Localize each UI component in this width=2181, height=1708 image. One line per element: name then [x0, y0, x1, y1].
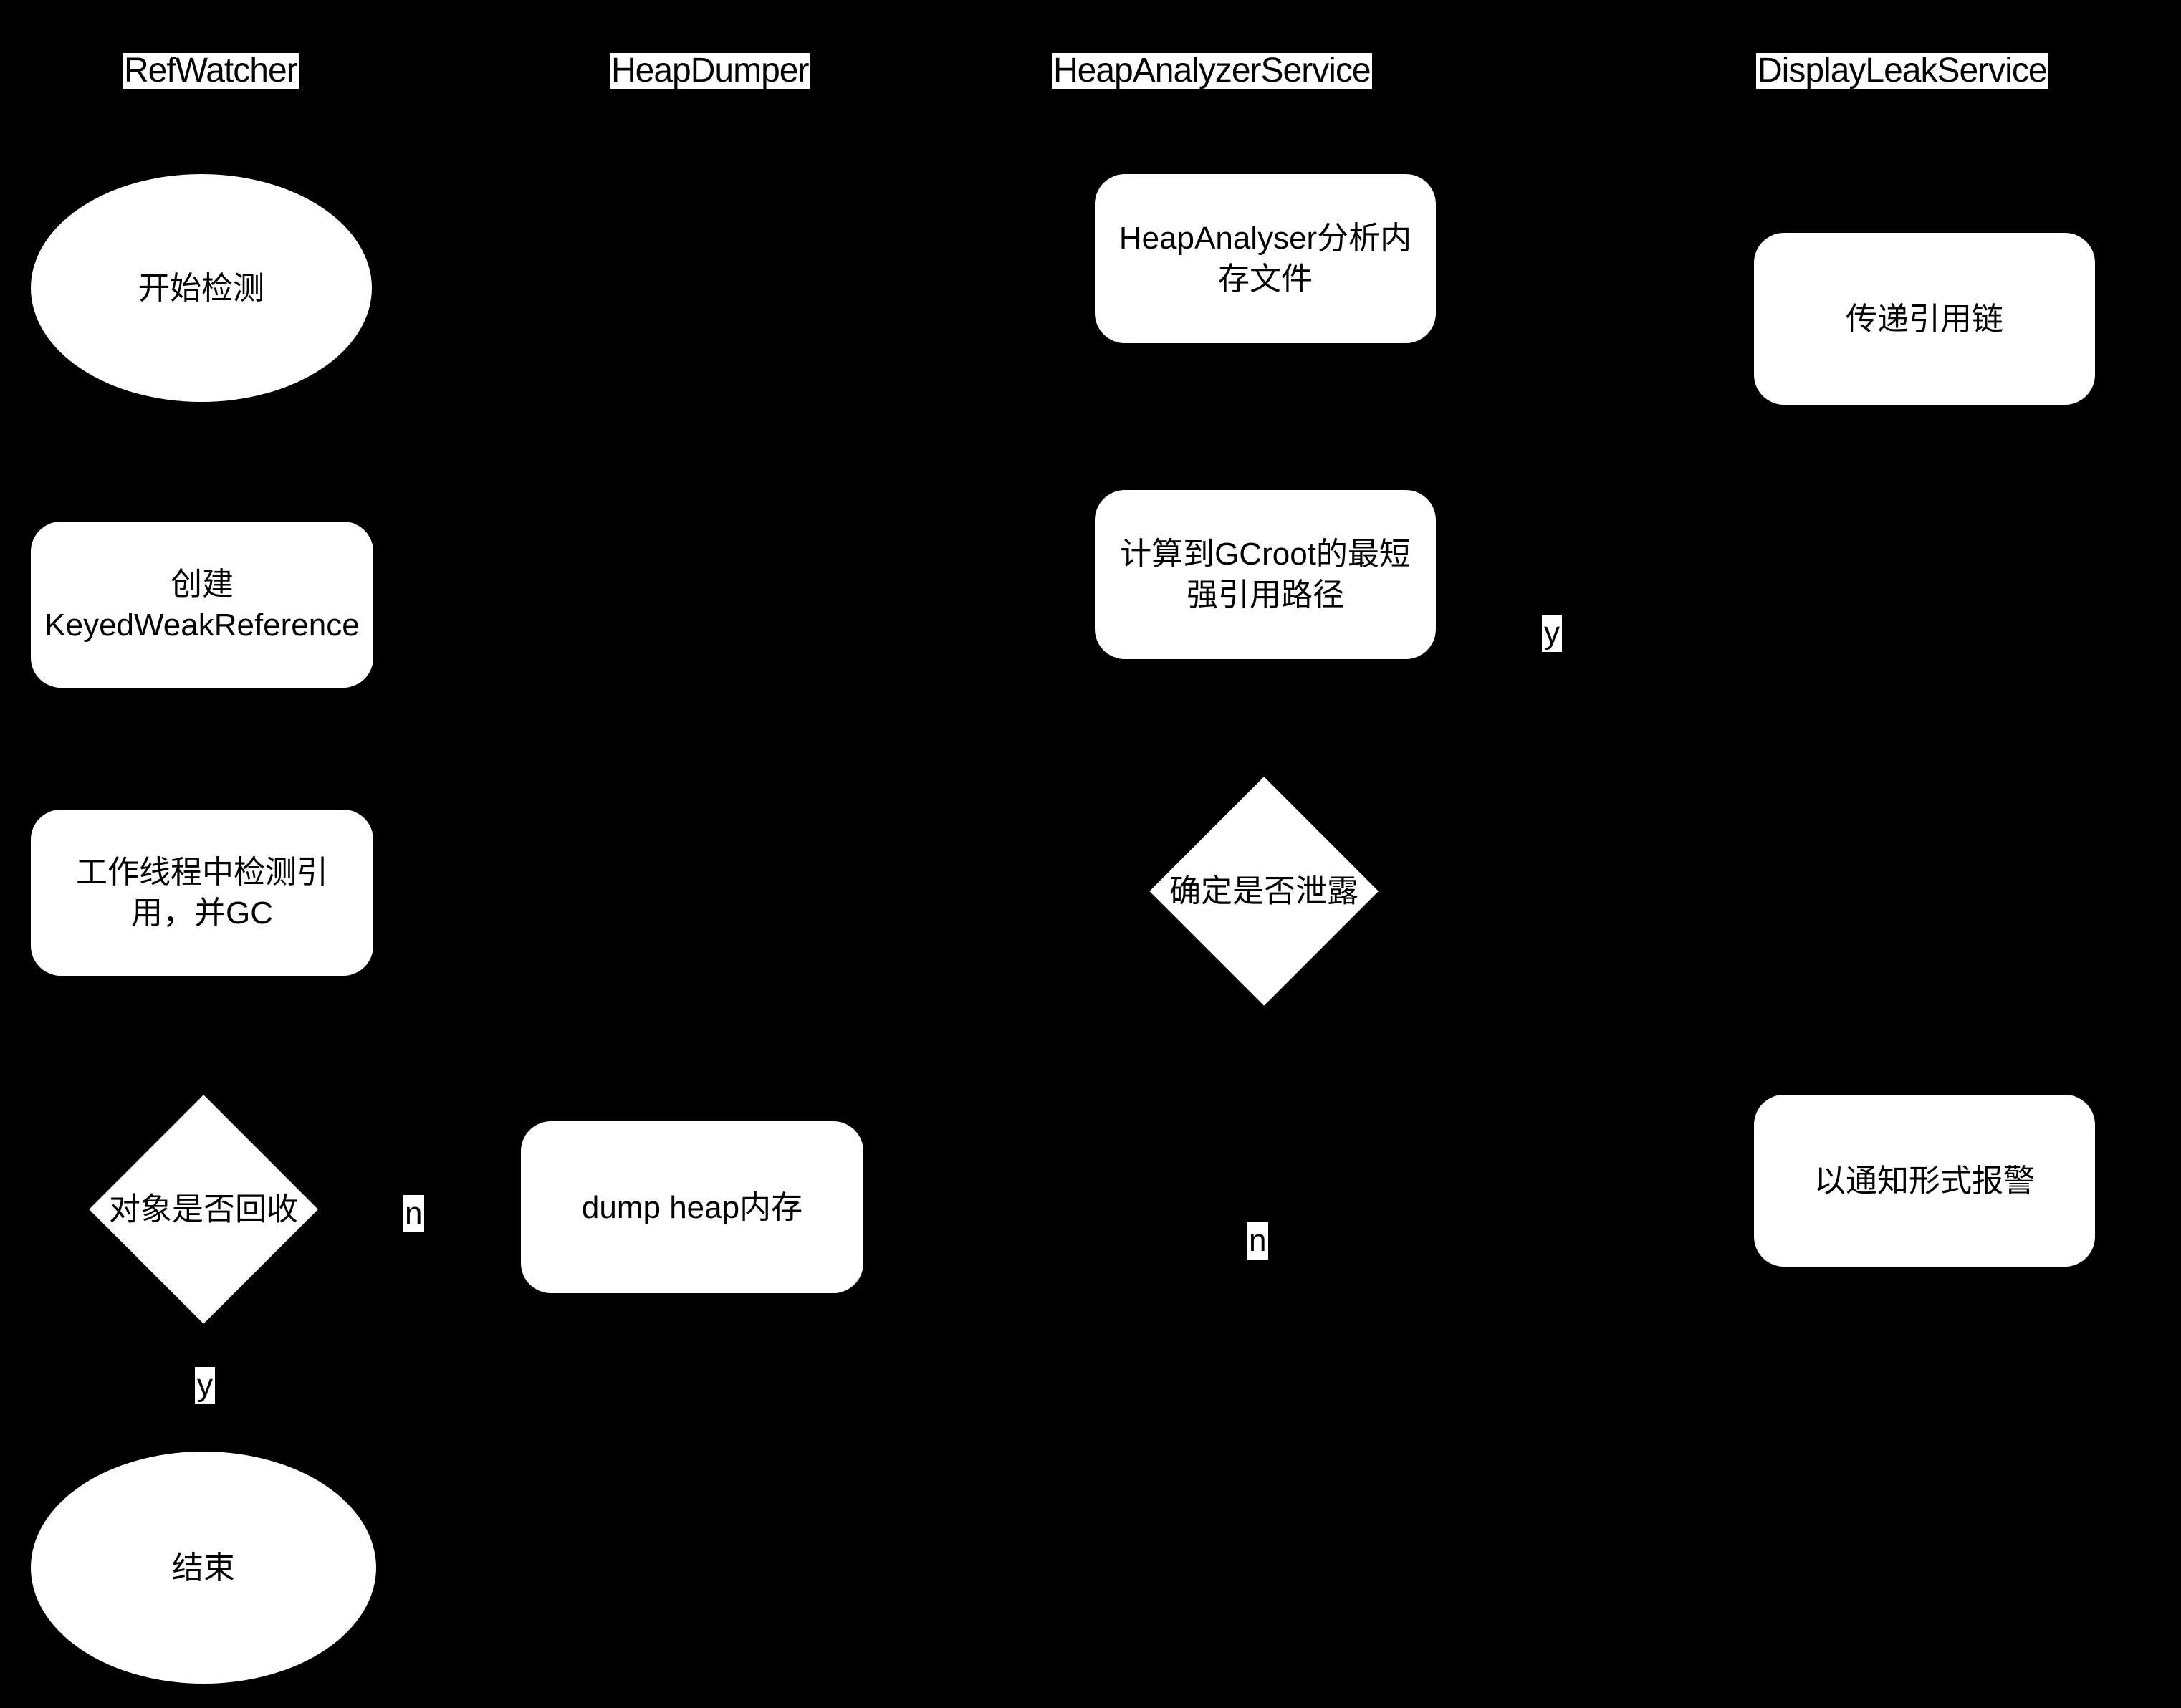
node-detect-label: 工作线程中检测引 用，并GC	[76, 855, 328, 931]
node-leak-label: 确定是否泄露	[1169, 873, 1358, 909]
node-create-label: 创建 KeyedWeakReference	[44, 567, 360, 643]
node-pass-reference-chain: 传递引用链	[1754, 233, 2095, 405]
node-decision-object-recycled: 对象是否回收	[89, 1095, 318, 1324]
edge-label-recycled-no: n	[403, 1195, 425, 1232]
node-notify-alarm: 以通知形式报警	[1754, 1095, 2095, 1267]
edge-label-recycled-yes: y	[195, 1367, 215, 1404]
node-heapanalyser-analyze: HeapAnalyser分析内 存文件	[1095, 174, 1436, 343]
node-decision-leak-confirmed: 确定是否泄露	[1149, 777, 1379, 1006]
node-dump-label: dump heap内存	[581, 1189, 803, 1225]
node-start-ellipse: 开始检测	[31, 174, 372, 402]
node-analyze-label: HeapAnalyser分析内 存文件	[1118, 221, 1412, 297]
node-gcroot-label: 计算到GCroot的最短 强引用路径	[1120, 537, 1411, 613]
edge-label-leak-yes: y	[1542, 615, 1562, 652]
lane-header-refwatcher: RefWatcher	[123, 52, 299, 90]
lane-header-displayleakservice: DisplayLeakService	[1756, 52, 2048, 90]
lane-header-heapdumper: HeapDumper	[610, 52, 810, 90]
node-end-label: 结束	[172, 1550, 235, 1585]
node-gcroot-shortest-path: 计算到GCroot的最短 强引用路径	[1095, 490, 1436, 659]
node-detect-reference-gc: 工作线程中检测引 用，并GC	[31, 810, 373, 976]
node-end-ellipse: 结束	[31, 1452, 376, 1684]
lane-header-heapanalyzerservice: HeapAnalyzerService	[1052, 52, 1372, 90]
node-dump-heap: dump heap内存	[521, 1121, 863, 1293]
node-create-keyedweakreference: 创建 KeyedWeakReference	[31, 522, 373, 688]
node-recycled-label: 对象是否回收	[109, 1191, 298, 1227]
edge-label-leak-no: n	[1247, 1222, 1269, 1260]
node-start-label: 开始检测	[138, 270, 264, 306]
node-chain-label: 传递引用链	[1846, 301, 2003, 337]
node-notify-label: 以通知形式报警	[1814, 1163, 2035, 1199]
